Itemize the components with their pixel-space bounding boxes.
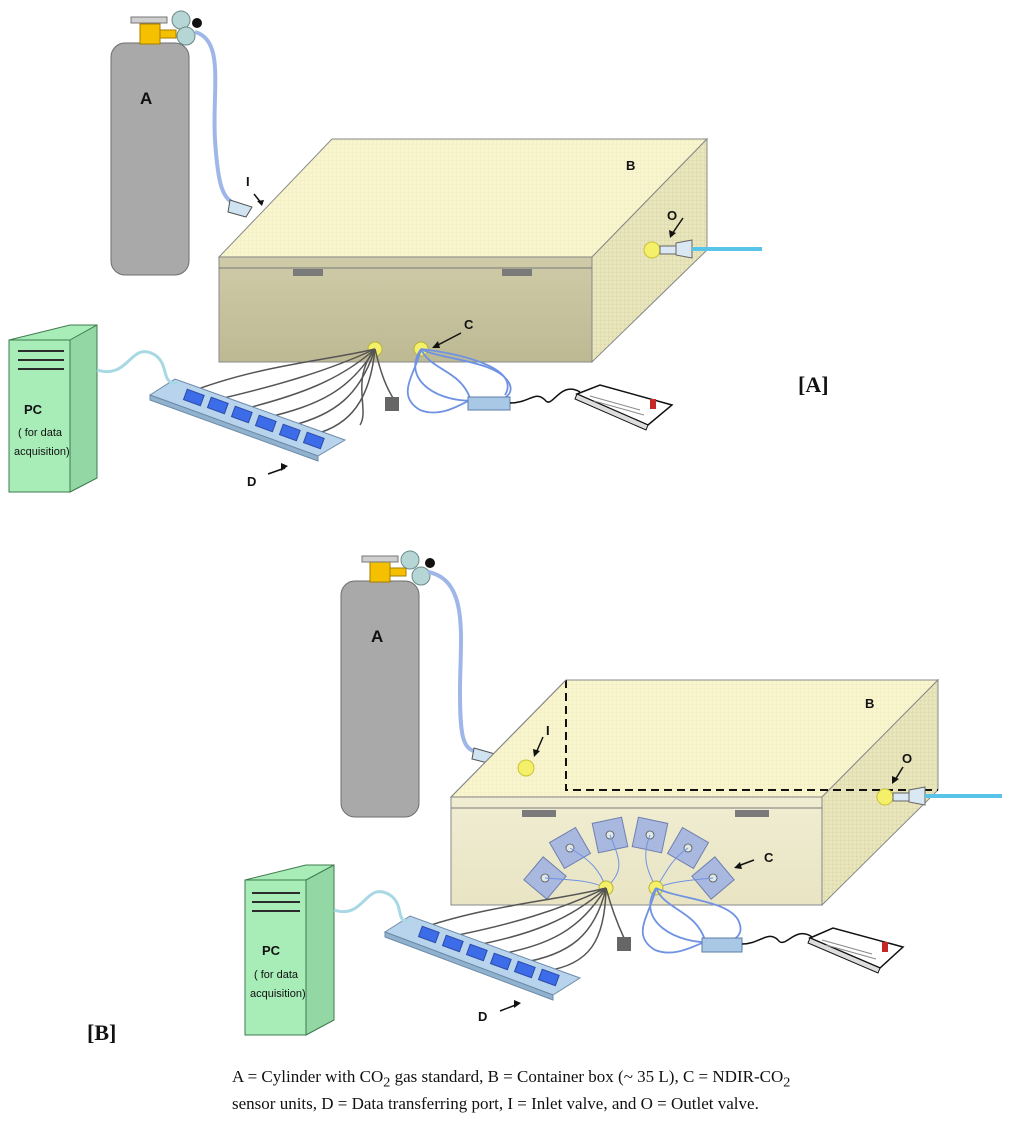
figure-caption: A = Cylinder with CO2 gas standard, B = … [232, 1066, 1022, 1115]
data-port-bar [148, 378, 347, 462]
panel-a: A B C D I O [A] PC ( for data acquisitio… [8, 10, 829, 493]
outlet-valve-icon [876, 786, 1002, 806]
panel-label-b: [B] [87, 1020, 116, 1045]
pc-sub2-b: acquisition) [250, 988, 306, 1000]
label-inlet-b: I [546, 723, 550, 738]
label-cylinder-b: A [371, 627, 383, 646]
pc-tower [8, 324, 98, 493]
pc-title-a: PC [24, 402, 43, 417]
readout-device-icon [574, 384, 674, 431]
container-box [217, 137, 709, 364]
inlet-valve-icon [227, 199, 253, 218]
label-outlet-a: O [667, 208, 677, 223]
outlet-valve-icon [643, 239, 762, 259]
caption-line-2: sensor units, D = Data transferring port… [232, 1094, 759, 1114]
label-cylinder-a: A [140, 89, 152, 108]
label-sensor-b: C [764, 850, 774, 865]
pc-sub1-b: ( for data [254, 969, 299, 981]
label-inlet-a: I [246, 174, 250, 189]
label-port-b: D [478, 1009, 487, 1024]
pc-sub2-a: acquisition) [14, 446, 70, 458]
pc-sub1-a: ( for data [18, 427, 63, 439]
pc-tower [244, 864, 335, 1036]
caption-line-1: A = Cylinder with CO2 gas standard, B = … [232, 1067, 791, 1091]
panel-label-a: [A] [798, 372, 829, 397]
label-outlet-b: O [902, 751, 912, 766]
label-sensor-a: C [464, 317, 474, 332]
label-box-a: B [626, 158, 635, 173]
container-box [449, 678, 940, 907]
data-port-bar [383, 915, 582, 1001]
label-port-a: D [247, 474, 256, 489]
readout-device-icon [807, 927, 905, 974]
panel-b: A B C D I O [B] PC ( for data acquisitio… [87, 550, 1002, 1045]
label-box-b: B [865, 696, 874, 711]
pc-title-b: PC [262, 943, 281, 958]
gas-cylinder [110, 10, 202, 276]
gas-cylinder [340, 550, 435, 818]
